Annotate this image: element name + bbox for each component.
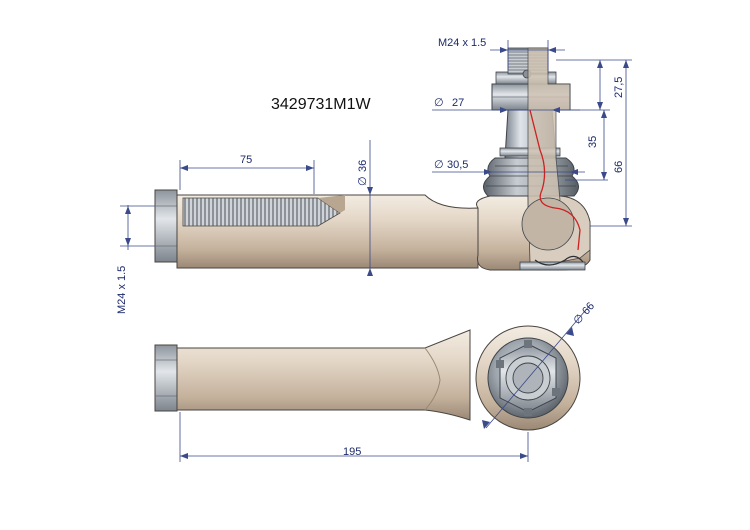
- seal-line: [529, 109, 581, 251]
- dim-stud-dia-symbol: ∅: [434, 97, 444, 109]
- bottom-cap: [519, 261, 586, 271]
- dim-shank-dia-value: 36: [357, 160, 369, 172]
- part-number: 3429731M1W: [271, 96, 372, 113]
- top-view: [154, 47, 591, 271]
- shank-body-bottom: [176, 329, 471, 421]
- shank-end-nut: [154, 189, 178, 263]
- dim-boot-dia-symbol: ∅: [434, 159, 444, 171]
- dim-stud-height-total-value: 66: [613, 161, 625, 173]
- bottom-view: [154, 325, 581, 431]
- dimensions: [120, 40, 632, 462]
- dim-eye-dia: ∅ 66: [571, 300, 597, 327]
- dim-overall-length: 195: [343, 446, 361, 458]
- dim-shank-dia-symbol: ∅: [357, 176, 369, 186]
- dim-stud-height-mid-value: 35: [587, 136, 599, 148]
- dim-stud-height-top: 27,5: [613, 77, 625, 98]
- ball-section: [521, 197, 575, 251]
- shank-end-nut-bottom: [154, 344, 178, 412]
- dim-boot-dia: 30,5: [447, 159, 468, 171]
- dim-shank-dia: ∅ 36: [357, 160, 369, 186]
- thread-section: [182, 197, 341, 227]
- dim-thread-length: 75: [240, 154, 252, 166]
- dim-stud-height-total: 66: [613, 161, 625, 173]
- dim-stud-height-top-value: 27,5: [613, 77, 625, 98]
- dim-stud-dia: 27: [452, 97, 464, 109]
- dim-eye-dia-value: 66: [580, 300, 597, 317]
- dim-stud-height-mid: 35: [587, 136, 599, 148]
- dim-shank-thread: M24 x 1.5: [116, 266, 128, 314]
- dim-shank-thread-value: M24 x 1.5: [116, 266, 128, 314]
- dim-stud-thread: M24 x 1.5: [438, 37, 486, 49]
